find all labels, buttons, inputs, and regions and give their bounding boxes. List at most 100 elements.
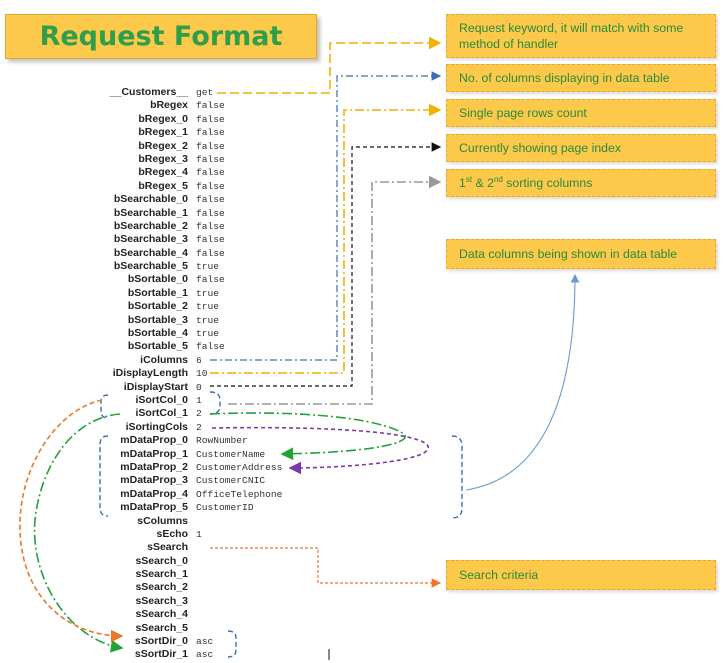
param-key: bSortable_4 bbox=[127, 327, 188, 340]
param-key: mDataProp_1 bbox=[120, 447, 188, 460]
param-key: sSearch bbox=[147, 541, 188, 554]
param-value: asc bbox=[196, 636, 214, 648]
sorting-sup-1: st bbox=[465, 174, 473, 184]
param-key: bSortable_3 bbox=[127, 313, 188, 326]
param-key: bSearchable_4 bbox=[113, 246, 188, 259]
param-key: sSortDir_0 bbox=[134, 635, 188, 648]
param-value: true bbox=[196, 328, 220, 340]
param-key: sSearch_5 bbox=[135, 621, 188, 634]
param-value: false bbox=[196, 140, 225, 152]
param-key: iSortCol_0 bbox=[135, 393, 188, 406]
callout-page-index: Currently showing page index bbox=[446, 134, 716, 162]
callout-request-keyword: Request keyword, it will match with some… bbox=[446, 14, 716, 58]
param-key: iDisplayLength bbox=[112, 367, 188, 380]
callout-columns-count-text: No. of columns displaying in data table bbox=[459, 71, 670, 85]
connector-sorting-columns bbox=[228, 175, 442, 405]
param-value: false bbox=[196, 167, 225, 179]
param-key: bSearchable_5 bbox=[113, 260, 188, 273]
bracket-dataprop-right bbox=[451, 435, 463, 519]
param-key: bRegex bbox=[150, 99, 188, 112]
connector-page-index bbox=[210, 142, 442, 387]
sorting-mid: & 2 bbox=[472, 176, 494, 190]
param-key: mDataProp_3 bbox=[120, 474, 188, 487]
param-key: bSearchable_3 bbox=[113, 233, 188, 246]
param-value: 6 bbox=[196, 354, 202, 366]
param-value: 2 bbox=[196, 421, 202, 433]
param-key: bRegex_2 bbox=[138, 139, 188, 152]
sorting-num-1: 1 bbox=[459, 176, 466, 190]
param-key: mDataProp_0 bbox=[120, 434, 188, 447]
param-value: CustomerAddress bbox=[196, 461, 283, 473]
param-value: CustomerName bbox=[196, 448, 266, 460]
param-value: false bbox=[196, 247, 225, 259]
sorting-suffix: sorting columns bbox=[502, 176, 593, 190]
param-value: false bbox=[196, 194, 225, 206]
param-value: 0 bbox=[196, 381, 202, 393]
param-key: mDataProp_5 bbox=[120, 501, 188, 514]
callout-sorting-columns: 1st & 2nd sorting columns bbox=[446, 169, 716, 197]
bracket-sortdir-right bbox=[227, 630, 237, 658]
param-value: false bbox=[196, 220, 225, 232]
callout-columns-count: No. of columns displaying in data table bbox=[446, 64, 716, 92]
param-value: true bbox=[196, 287, 220, 299]
param-key: bSortable_5 bbox=[127, 340, 188, 353]
param-value: get bbox=[196, 87, 214, 98]
param-value: true bbox=[196, 301, 220, 313]
param-value: false bbox=[196, 341, 225, 353]
param-value: 1 bbox=[196, 394, 202, 406]
connector-columns-count bbox=[210, 71, 442, 361]
param-key: sSearch_0 bbox=[135, 554, 188, 567]
param-key: sSearch_3 bbox=[135, 594, 188, 607]
bracket-sortcol-left bbox=[100, 394, 109, 419]
param-value: false bbox=[196, 153, 225, 165]
param-key: iDisplayStart bbox=[123, 380, 188, 393]
param-value: false bbox=[196, 207, 225, 219]
callout-data-columns: Data columns being shown in data table bbox=[446, 239, 716, 269]
bracket-sortcol-right bbox=[209, 391, 221, 415]
callout-page-rows-text: Single page rows count bbox=[459, 106, 587, 120]
param-value: OfficeTelephone bbox=[196, 488, 283, 500]
param-value: 10 bbox=[196, 368, 208, 380]
param-value: CustomerID bbox=[196, 502, 254, 514]
param-key: sSearch_4 bbox=[135, 608, 188, 621]
param-value: false bbox=[196, 100, 225, 112]
callout-page-index-text: Currently showing page index bbox=[459, 141, 622, 155]
param-value: false bbox=[196, 180, 225, 192]
connector-data-columns bbox=[465, 273, 580, 491]
param-key: bRegex_1 bbox=[138, 126, 188, 139]
connector-page-rows bbox=[210, 103, 442, 374]
connector-request-keyword bbox=[217, 36, 442, 94]
param-key: sColumns bbox=[137, 514, 188, 527]
param-key: bSortable_2 bbox=[127, 300, 188, 313]
param-key: bRegex_5 bbox=[138, 179, 188, 192]
param-key: bRegex_4 bbox=[138, 166, 188, 179]
param-value: false bbox=[196, 274, 225, 286]
param-value: false bbox=[196, 234, 225, 246]
param-key: __Customers__ bbox=[109, 86, 188, 98]
param-value: false bbox=[196, 113, 225, 125]
param-value: false bbox=[196, 127, 225, 139]
param-value: CustomerCNIC bbox=[196, 475, 266, 487]
page-title: Request Format bbox=[39, 21, 283, 52]
param-key: bRegex_3 bbox=[138, 152, 188, 165]
param-value: true bbox=[196, 314, 220, 326]
param-key: iSortCol_1 bbox=[135, 407, 188, 420]
param-key: bSearchable_1 bbox=[113, 206, 188, 219]
callout-sorting-text: 1st & 2nd sorting columns bbox=[459, 175, 592, 191]
param-key: sEcho bbox=[156, 527, 188, 540]
connector-sortcol1-sortdir1 bbox=[33, 413, 124, 653]
callout-page-rows: Single page rows count bbox=[446, 99, 716, 127]
callout-search-criteria: Search criteria bbox=[446, 560, 716, 590]
param-key: bRegex_0 bbox=[138, 112, 188, 125]
param-key: bSearchable_0 bbox=[113, 193, 188, 206]
param-value: asc bbox=[196, 649, 214, 661]
connector-search-criteria bbox=[210, 547, 442, 588]
connector-sortcol1-customername bbox=[209, 412, 406, 461]
title-banner: Request Format bbox=[5, 14, 317, 59]
bracket-dataprop-left bbox=[99, 435, 109, 517]
param-key: sSortDir_1 bbox=[134, 648, 188, 661]
callout-request-keyword-text: Request keyword, it will match with some… bbox=[459, 21, 684, 51]
connector-sortcol0-sortdir0 bbox=[19, 399, 124, 643]
